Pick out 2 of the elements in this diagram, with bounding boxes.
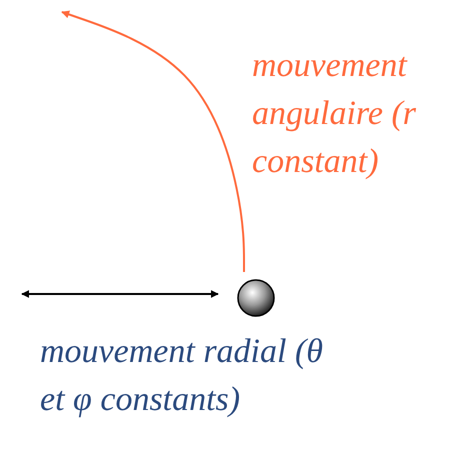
motion-label: mouvement angulaire (r constant)	[252, 46, 418, 182]
motion-label: mouvement radial (θ et φ constants)	[40, 332, 324, 420]
